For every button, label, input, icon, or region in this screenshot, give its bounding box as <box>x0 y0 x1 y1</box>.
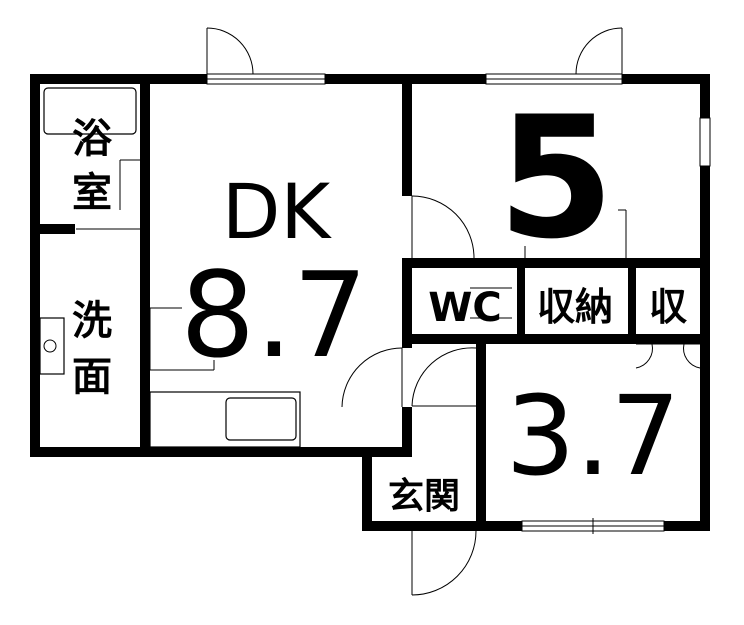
wash-label-2: 面 <box>72 354 112 400</box>
dk-label: DK <box>222 167 333 256</box>
top-doors <box>206 27 623 75</box>
entrance-label: 玄関 <box>388 476 460 517</box>
closet-1-label: 収納 <box>537 285 613 329</box>
bath-label-1: 浴 <box>72 116 113 162</box>
wc-label: WC <box>428 285 501 331</box>
top-windows <box>206 73 711 534</box>
dk-size: 8.7 <box>180 246 368 384</box>
wash-label-1: 洗 <box>72 298 112 344</box>
closet-2-label: 収 <box>649 285 687 329</box>
room-a-size: 5 <box>498 80 615 276</box>
interior-walls <box>30 74 710 531</box>
bathtub <box>43 87 137 135</box>
room-b-size: 3.7 <box>506 372 681 500</box>
bath-label-2: 室 <box>72 170 112 216</box>
kitchen-counter <box>149 391 301 448</box>
